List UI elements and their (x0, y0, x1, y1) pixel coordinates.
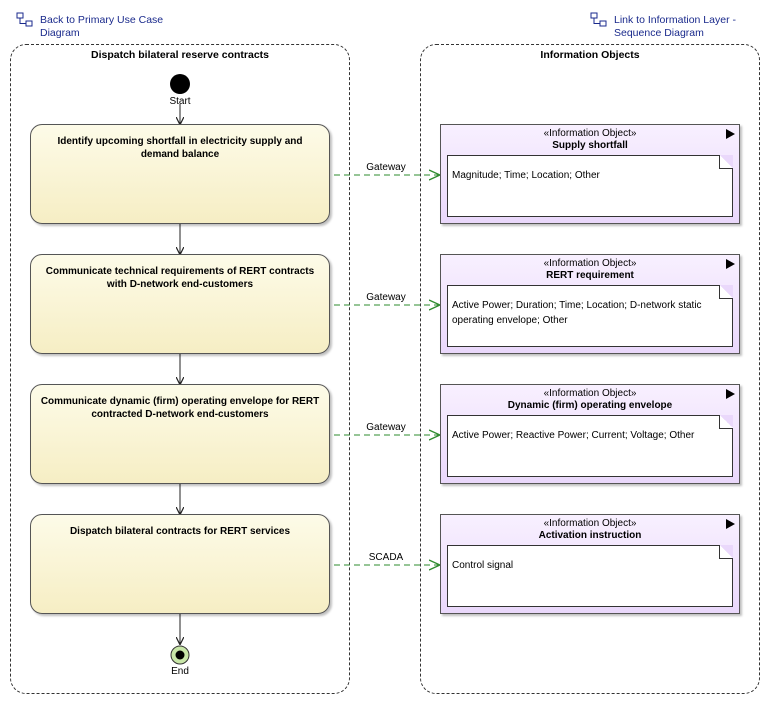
information-layer-link[interactable]: Link to Information Layer - Sequence Dia… (590, 12, 750, 40)
note-fold-icon (719, 415, 733, 429)
flow-label: SCADA (368, 552, 404, 563)
object-attributes-note: Magnitude; Time; Location; Other (447, 155, 733, 217)
object-stereotype: «Information Object» (543, 518, 637, 529)
note-fold-icon (719, 285, 733, 299)
object-name: Activation instruction (538, 530, 642, 541)
object-stereotype: «Information Object» (543, 128, 637, 139)
end-label: End (171, 666, 189, 677)
diagram-link-icon (16, 12, 33, 27)
activity-communicate-operating-envelope[interactable]: Communicate dynamic (firm) operating env… (30, 384, 330, 484)
object-stereotype: «Information Object» (543, 258, 637, 269)
info-layer-link-label: Link to Information Layer - Sequence Dia… (614, 14, 736, 39)
object-attributes-note: Active Power; Reactive Power; Current; V… (447, 415, 733, 477)
object-attributes-note: Control signal (447, 545, 733, 607)
note-fold-icon (719, 155, 733, 169)
activity-label: Communicate dynamic (firm) operating env… (40, 396, 320, 420)
flow-label: Gateway (366, 162, 406, 173)
lane-title: Information Objects (540, 49, 640, 61)
lane-title: Dispatch bilateral reserve contracts (91, 49, 269, 61)
lane-information-objects: Information Objects (420, 44, 760, 694)
information-object-rert-requirement[interactable]: «Information Object» RERT requirement Ac… (440, 254, 740, 354)
object-flag-icon (726, 259, 735, 269)
object-name: Supply shortfall (552, 140, 628, 151)
back-to-primary-use-case-link[interactable]: Back to Primary Use Case Diagram (16, 12, 176, 40)
activity-identify-shortfall[interactable]: Identify upcoming shortfall in electrici… (30, 124, 330, 224)
object-stereotype: «Information Object» (543, 388, 637, 399)
note-fold-icon (719, 545, 733, 559)
object-attributes: Control signal (452, 560, 514, 571)
object-name: RERT requirement (546, 270, 634, 281)
lane-dispatch-bilateral-reserve-contracts: Dispatch bilateral reserve contracts (10, 44, 350, 694)
flow-label: Gateway (366, 292, 406, 303)
flow-label: Gateway (366, 422, 406, 433)
object-flag-icon (726, 129, 735, 139)
object-attributes: Active Power; Duration; Time; Location; … (452, 300, 702, 326)
activity-dispatch-bilateral-contracts[interactable]: Dispatch bilateral contracts for RERT se… (30, 514, 330, 614)
activity-label: Identify upcoming shortfall in electrici… (57, 136, 303, 160)
object-attributes: Active Power; Reactive Power; Current; V… (452, 430, 695, 441)
end-node-core (175, 650, 185, 660)
object-attributes-note: Active Power; Duration; Time; Location; … (447, 285, 733, 347)
activity-communicate-rert-requirements[interactable]: Communicate technical requirements of RE… (30, 254, 330, 354)
start-label: Start (169, 96, 191, 107)
back-link-label: Back to Primary Use Case Diagram (40, 14, 164, 39)
information-object-activation-instruction[interactable]: «Information Object» Activation instruct… (440, 514, 740, 614)
information-object-dynamic-operating-envelope[interactable]: «Information Object» Dynamic (firm) oper… (440, 384, 740, 484)
activity-label: Communicate technical requirements of RE… (45, 266, 315, 290)
object-attributes: Magnitude; Time; Location; Other (452, 170, 600, 181)
information-object-supply-shortfall[interactable]: «Information Object» Supply shortfall Ma… (440, 124, 740, 224)
diagram-link-icon (590, 12, 607, 27)
object-flag-icon (726, 389, 735, 399)
object-name: Dynamic (firm) operating envelope (507, 400, 673, 411)
start-node (170, 74, 190, 94)
activity-label: Dispatch bilateral contracts for RERT se… (69, 526, 291, 537)
object-flag-icon (726, 519, 735, 529)
